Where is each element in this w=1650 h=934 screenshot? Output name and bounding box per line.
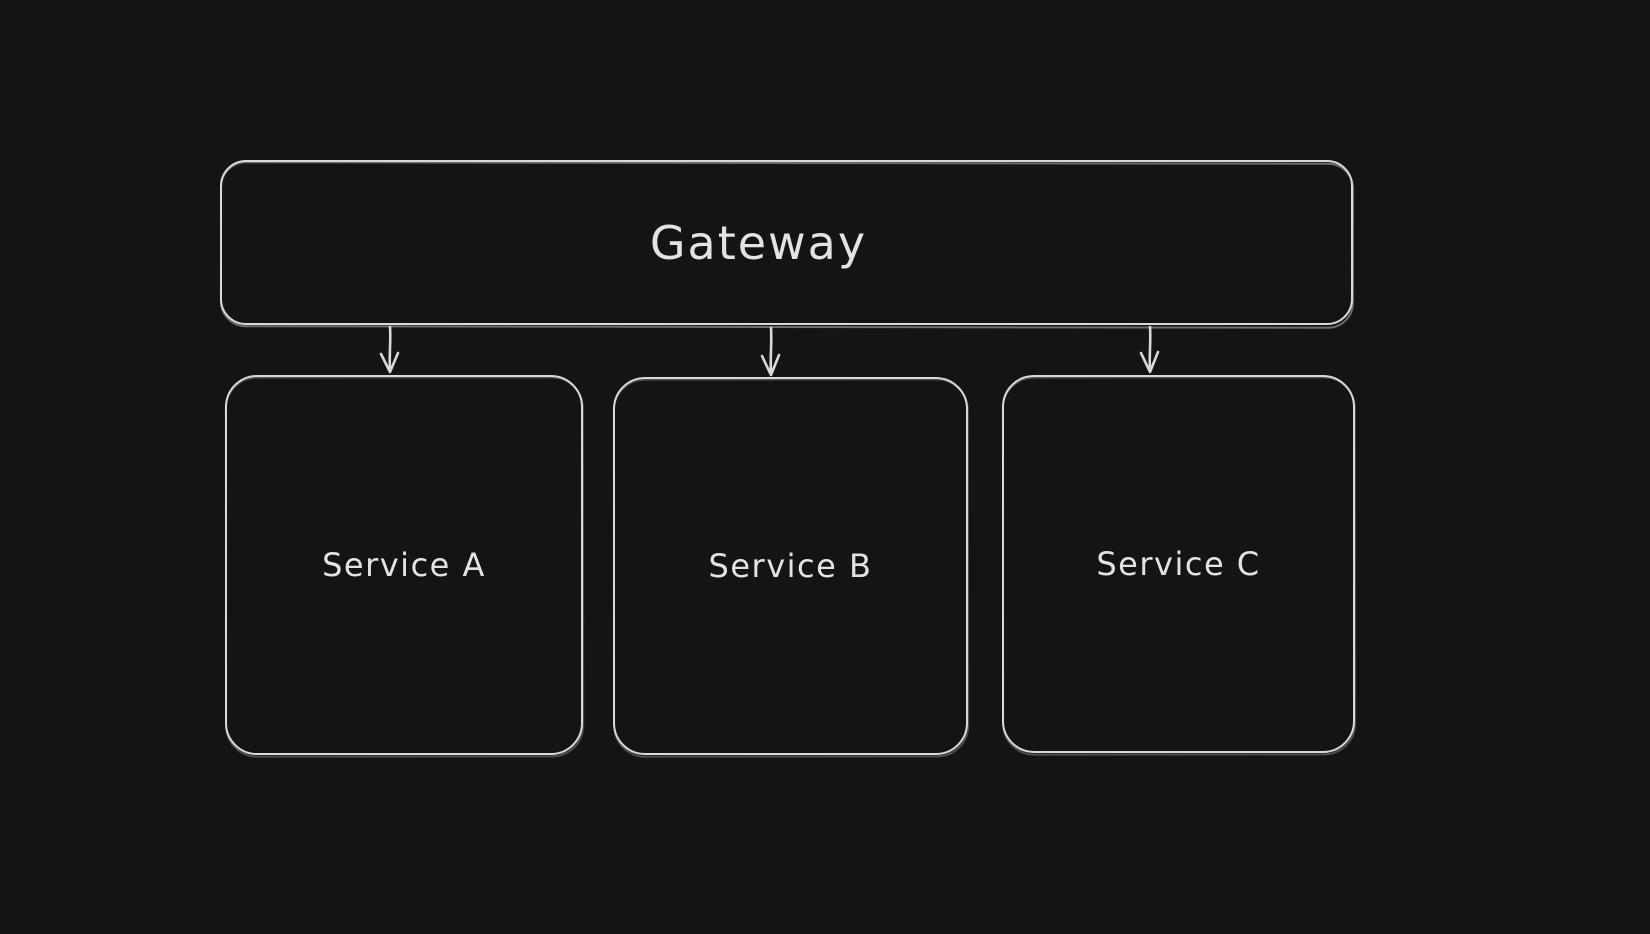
gateway-node[interactable]: Gateway xyxy=(220,160,1353,325)
service-c-node[interactable]: Service C xyxy=(1002,375,1355,753)
gateway-node-label: Gateway xyxy=(649,215,868,270)
service-b-node[interactable]: Service B xyxy=(613,377,968,755)
service-b-node-label: Service B xyxy=(708,547,873,585)
service-c-node-label: Service C xyxy=(1096,545,1261,583)
service-a-node-label: Service A xyxy=(322,546,486,584)
arrow-gateway-to-service-a[interactable] xyxy=(379,325,400,374)
service-a-node[interactable]: Service A xyxy=(225,375,583,755)
arrow-gateway-to-service-c[interactable] xyxy=(1139,325,1160,374)
arrow-gateway-to-service-b[interactable] xyxy=(760,326,781,377)
